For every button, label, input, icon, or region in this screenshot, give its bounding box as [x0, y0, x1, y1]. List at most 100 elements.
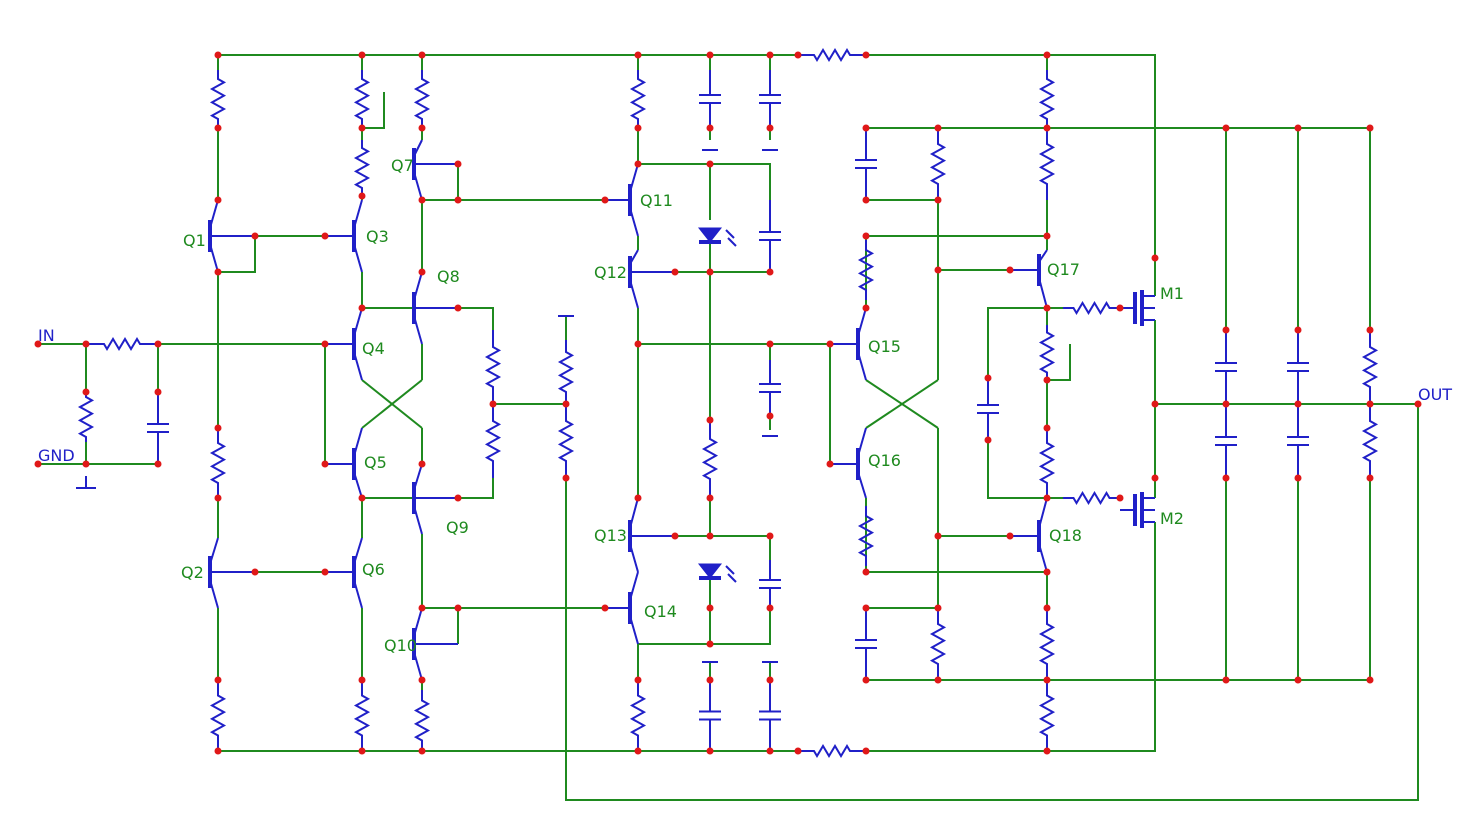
junction-node [934, 604, 942, 612]
junction-node [862, 747, 870, 755]
led-upper-icon [697, 227, 737, 247]
junction-node [634, 494, 642, 502]
junction-node [454, 160, 462, 168]
q3-label: Q3 [366, 227, 389, 246]
q2-label: Q2 [181, 563, 204, 582]
transistor-q12 [628, 249, 675, 309]
wire [422, 164, 459, 201]
junction-node [984, 374, 992, 382]
wires [38, 54, 1419, 801]
junction-node [601, 604, 609, 612]
resistor [929, 608, 947, 680]
gate-resistor-m1 [1063, 301, 1120, 315]
resistor [1038, 608, 1056, 680]
junction-node [358, 124, 366, 132]
junction-node [82, 388, 90, 396]
junction-node [214, 51, 222, 59]
junction-nodes [34, 51, 1422, 755]
junction-node [1151, 400, 1159, 408]
junction-node [418, 604, 426, 612]
resistor [929, 128, 947, 200]
junction-node [82, 340, 90, 348]
junction-node [862, 568, 870, 576]
junction-node [1366, 474, 1374, 482]
junction-node [321, 460, 329, 468]
junction-node [418, 51, 426, 59]
junction-node [766, 124, 774, 132]
junction-node [794, 51, 802, 59]
junction-node [766, 268, 774, 276]
transistor-q1 [208, 199, 255, 273]
junction-node [706, 124, 714, 132]
junction-node [1294, 474, 1302, 482]
m1-label: M1 [1160, 284, 1184, 303]
trim-potentiometer [353, 70, 371, 128]
junction-node [706, 640, 714, 648]
junction-node [1222, 400, 1230, 408]
junction-node [634, 747, 642, 755]
out-label: OUT [1418, 385, 1452, 404]
wire [565, 404, 1419, 801]
junction-node [34, 340, 42, 348]
junction-node [766, 51, 774, 59]
led-lower-icon [697, 563, 737, 583]
junction-node [214, 747, 222, 755]
wire [361, 379, 423, 429]
decoupling-cap-1 [699, 70, 721, 128]
supply-resistor-bottom [798, 744, 866, 758]
supply-resistor-top [798, 48, 866, 62]
wire [866, 478, 1371, 681]
resistor [209, 70, 227, 128]
junction-node [766, 676, 774, 684]
q13-label: Q13 [594, 526, 627, 545]
resistor [857, 506, 875, 566]
junction-node [706, 268, 714, 276]
transistor-q13 [628, 497, 675, 573]
wire [1047, 344, 1071, 381]
junction-node [562, 474, 570, 482]
junction-node [214, 124, 222, 132]
junction-node [706, 532, 714, 540]
junction-node [634, 676, 642, 684]
q15-label: Q15 [868, 337, 901, 356]
transistor-q6 [325, 537, 363, 609]
q18-label: Q18 [1049, 526, 1082, 545]
junction-node [1043, 604, 1051, 612]
transistor-q5 [325, 427, 363, 499]
resistor [209, 680, 227, 751]
junction-node [862, 232, 870, 240]
transistor-q17 [1010, 249, 1048, 309]
junction-node [634, 51, 642, 59]
junction-node [358, 192, 366, 200]
junction-node [634, 124, 642, 132]
junction-node [418, 460, 426, 468]
junction-node [934, 196, 942, 204]
junction-node [1294, 326, 1302, 334]
wire [865, 379, 939, 429]
resistor [209, 428, 227, 498]
resistor [557, 404, 575, 478]
junction-node [1043, 51, 1051, 59]
junction-node [1043, 232, 1051, 240]
resistor [557, 340, 575, 404]
junction-node [251, 232, 259, 240]
wire [638, 163, 771, 200]
junction-node [358, 51, 366, 59]
input-capacitor [147, 392, 169, 464]
transistor-q18 [1010, 497, 1048, 573]
in-label: IN [38, 326, 55, 345]
junction-node [706, 416, 714, 424]
wire [638, 608, 771, 645]
resistor [484, 330, 502, 404]
transistor-q2 [208, 537, 255, 609]
junction-node [766, 604, 774, 612]
decoupling-cap-2 [759, 70, 781, 128]
q1-label: Q1 [183, 231, 206, 250]
junction-node [454, 494, 462, 502]
q17-label: Q17 [1047, 260, 1080, 279]
output-resistor-lower [1361, 404, 1379, 478]
junction-node [1043, 304, 1051, 312]
junction-node [1222, 326, 1230, 334]
gnd-label: GND [38, 446, 75, 465]
resistor [701, 420, 719, 498]
